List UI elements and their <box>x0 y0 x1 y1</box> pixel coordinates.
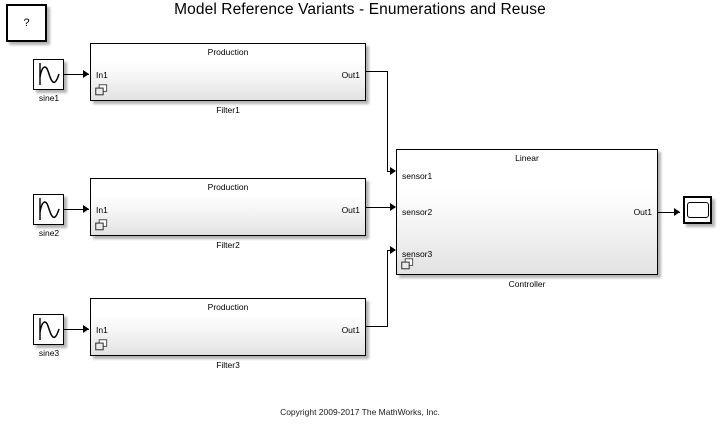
wire-sine1-arrowhead <box>83 70 89 78</box>
wire-sine3-arrowhead <box>83 325 89 333</box>
filter1-outport-label: Out1 <box>341 70 360 80</box>
controller-variant-label: Linear <box>515 153 539 163</box>
copyright-text: Copyright 2009-2017 The MathWorks, Inc. <box>280 407 440 417</box>
wire-filter1-out-segment2 <box>387 71 389 172</box>
wire-scope-arrowhead <box>674 208 680 216</box>
sine2-label: sine2 <box>38 228 60 238</box>
sine3-label: sine3 <box>38 348 60 358</box>
wire-sensor1-arrowhead <box>390 167 396 175</box>
model-reference-icon <box>95 219 108 231</box>
controller-inport-sensor1-label: sensor1 <box>402 171 433 181</box>
sine-wave-icon <box>39 318 60 340</box>
sine1-label: sine1 <box>38 93 60 103</box>
model-reference-icon <box>401 258 414 270</box>
controller-block[interactable]: Linear sensor1 sensor2 sensor3 Out1 <box>396 149 658 275</box>
controller-name-label: Controller <box>508 279 546 289</box>
model-reference-icon <box>95 84 108 96</box>
question-mark-icon: ? <box>23 16 30 29</box>
wire-sine3-to-filter3 <box>64 329 89 331</box>
wire-sine2-to-filter2 <box>64 209 89 211</box>
filter2-inport-label: In1 <box>96 205 108 215</box>
wire-sensor2-arrowhead <box>390 203 396 211</box>
scope-block[interactable] <box>683 196 712 224</box>
wire-filter1-out-segment1 <box>366 71 388 73</box>
filter2-outport-label: Out1 <box>341 205 360 215</box>
controller-outport-label: Out1 <box>633 207 652 217</box>
wire-filter3-out-segment1 <box>366 326 388 328</box>
filter2-block[interactable]: Production In1 Out1 <box>90 178 366 236</box>
help-block[interactable]: ? <box>6 4 47 42</box>
filter3-block[interactable]: Production In1 Out1 <box>90 298 366 356</box>
sine1-source-block[interactable] <box>33 59 64 90</box>
filter1-variant-label: Production <box>207 47 249 57</box>
sine2-source-block[interactable] <box>33 194 64 225</box>
scope-icon <box>686 202 709 218</box>
wire-filter2-out-segment1 <box>366 207 395 209</box>
wire-sensor3-arrowhead <box>390 246 396 254</box>
wire-sine1-to-filter1 <box>64 74 89 76</box>
wire-sine2-arrowhead <box>83 205 89 213</box>
filter3-name-label: Filter3 <box>216 360 240 370</box>
filter1-inport-label: In1 <box>96 70 108 80</box>
sine3-source-block[interactable] <box>33 314 64 345</box>
filter3-inport-label: In1 <box>96 325 108 335</box>
wire-controller-to-scope <box>658 212 680 214</box>
controller-inport-sensor3-label: sensor3 <box>402 249 433 259</box>
controller-inport-sensor2-label: sensor2 <box>402 207 433 217</box>
page-title: Model Reference Variants - Enumerations … <box>174 1 546 18</box>
filter3-outport-label: Out1 <box>341 325 360 335</box>
sine-wave-icon <box>39 63 60 85</box>
sine-wave-icon <box>39 198 60 220</box>
filter1-block[interactable]: Production In1 Out1 <box>90 43 366 101</box>
model-reference-icon <box>95 339 108 351</box>
filter2-variant-label: Production <box>207 182 249 192</box>
filter1-name-label: Filter1 <box>216 105 240 115</box>
filter3-variant-label: Production <box>207 302 249 312</box>
filter2-name-label: Filter2 <box>216 240 240 250</box>
wire-filter3-out-segment2 <box>387 250 389 327</box>
